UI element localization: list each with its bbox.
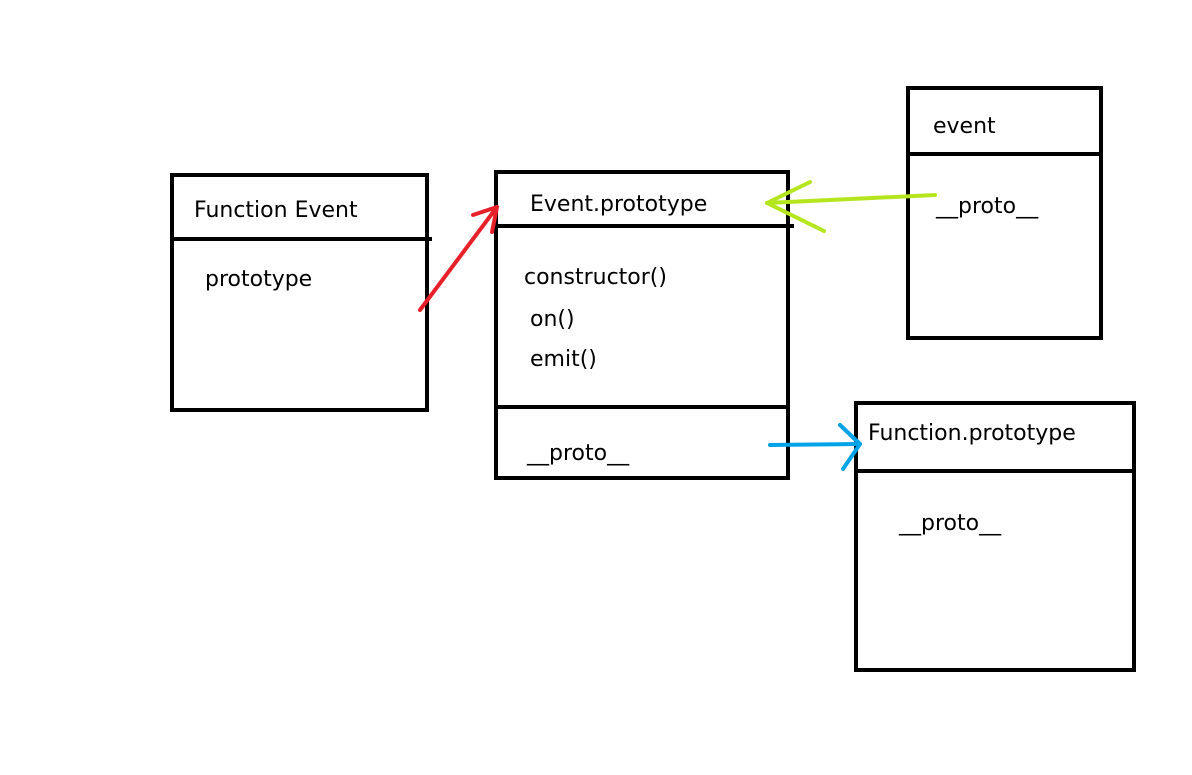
event-instance-box — [906, 86, 1103, 340]
event-prototype-proto-divider — [494, 405, 790, 409]
event-instance-title: event — [933, 114, 996, 139]
function-event-title: Function Event — [194, 198, 358, 223]
function-event-prototype-field: prototype — [205, 267, 313, 292]
function-prototype-divider — [854, 469, 1136, 473]
function-prototype-box — [854, 401, 1136, 672]
event-instance-proto-field: __proto__ — [936, 194, 1039, 219]
function-prototype-proto-field: __proto__ — [899, 511, 1002, 536]
event-prototype-header-divider — [494, 224, 794, 228]
event-prototype-proto-field: __proto__ — [527, 441, 630, 466]
on-method: on() — [530, 307, 575, 332]
constructor-method: constructor() — [524, 265, 667, 290]
event-instance-divider — [906, 152, 1103, 156]
function-prototype-title: Function.prototype — [868, 421, 1076, 446]
emit-method: emit() — [530, 347, 597, 372]
event-prototype-box — [494, 170, 790, 480]
function-event-divider — [170, 237, 432, 241]
event-prototype-title: Event.prototype — [530, 192, 708, 217]
prototype-arrow — [418, 205, 499, 312]
